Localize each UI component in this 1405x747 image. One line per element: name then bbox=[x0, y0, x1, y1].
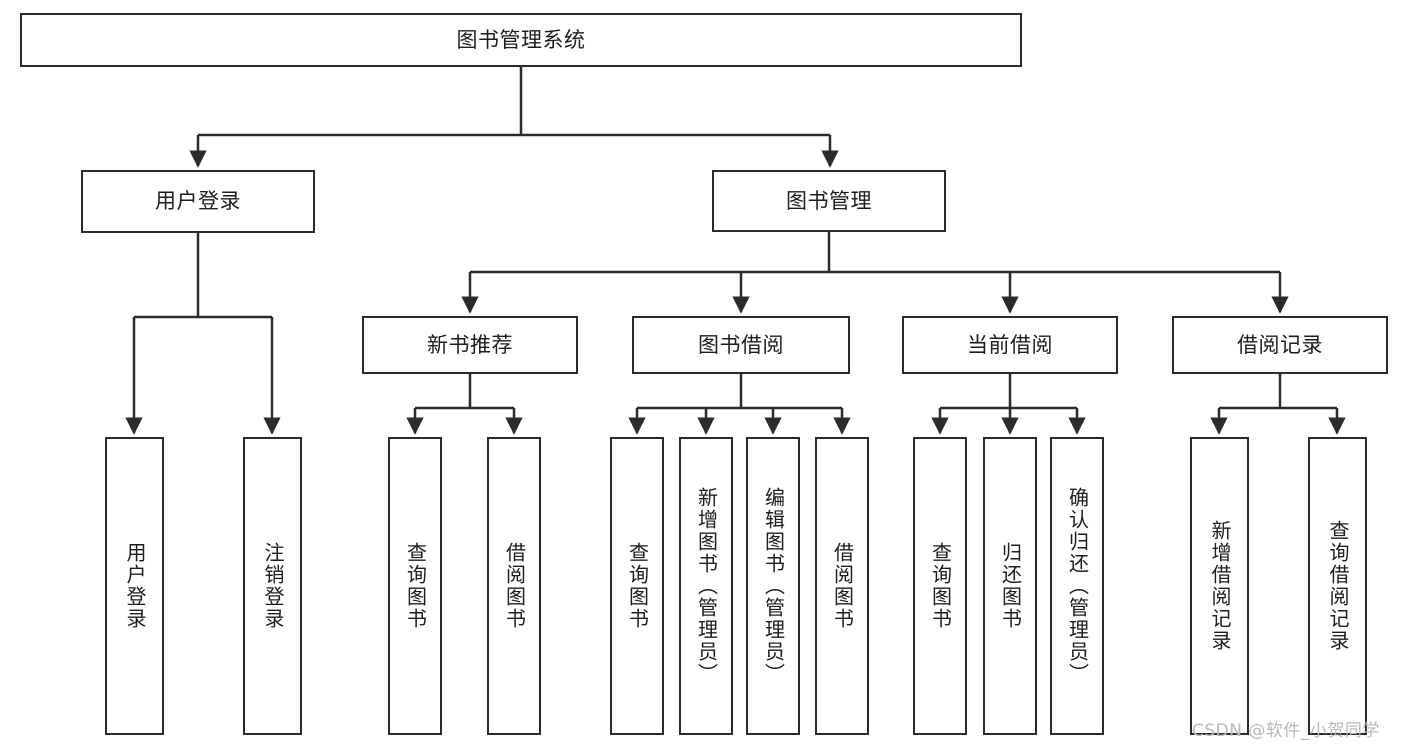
leaf-node-label: 新增图书（管理员） bbox=[694, 487, 719, 685]
leaf-node-label: 借阅图书 bbox=[502, 542, 527, 630]
node-current-borrow[interactable]: 当前借阅 bbox=[902, 316, 1118, 374]
node-borrow-record[interactable]: 借阅记录 bbox=[1172, 316, 1388, 374]
leaf-node[interactable]: 新增图书（管理员） bbox=[679, 437, 733, 735]
leaf-node[interactable]: 用户登录 bbox=[105, 437, 164, 735]
leaf-node-label: 用户登录 bbox=[123, 542, 147, 630]
leaf-node-label: 编辑图书（管理员） bbox=[761, 487, 786, 685]
leaf-node[interactable]: 注销登录 bbox=[243, 437, 302, 735]
node-user-login-label: 用户登录 bbox=[155, 189, 241, 214]
node-new-book-recommend[interactable]: 新书推荐 bbox=[362, 316, 578, 374]
leaf-node-label: 查询借阅记录 bbox=[1326, 520, 1350, 652]
leaf-node[interactable]: 查询借阅记录 bbox=[1308, 437, 1367, 735]
node-current-borrow-label: 当前借阅 bbox=[967, 332, 1053, 357]
node-root[interactable]: 图书管理系统 bbox=[20, 13, 1022, 67]
leaf-node[interactable]: 查询图书 bbox=[913, 437, 967, 735]
node-book-management-label: 图书管理 bbox=[786, 188, 872, 213]
node-new-book-recommend-label: 新书推荐 bbox=[427, 332, 513, 357]
leaf-node-label: 查询图书 bbox=[928, 542, 953, 630]
leaf-node[interactable]: 归还图书 bbox=[983, 437, 1037, 735]
leaf-node-label: 借阅图书 bbox=[830, 542, 855, 630]
node-book-borrow-label: 图书借阅 bbox=[698, 332, 784, 357]
node-root-label: 图书管理系统 bbox=[456, 27, 586, 52]
leaf-node[interactable]: 编辑图书（管理员） bbox=[746, 437, 800, 735]
leaf-node-label: 查询图书 bbox=[403, 542, 428, 630]
node-borrow-record-label: 借阅记录 bbox=[1237, 332, 1323, 357]
leaf-node[interactable]: 新增借阅记录 bbox=[1190, 437, 1249, 735]
leaf-node[interactable]: 借阅图书 bbox=[487, 437, 541, 735]
leaf-node-label: 新增借阅记录 bbox=[1208, 520, 1232, 652]
leaf-node-label: 注销登录 bbox=[261, 542, 285, 630]
leaf-node[interactable]: 借阅图书 bbox=[815, 437, 869, 735]
node-book-management[interactable]: 图书管理 bbox=[712, 170, 946, 232]
leaf-node[interactable]: 查询图书 bbox=[610, 437, 664, 735]
leaf-node[interactable]: 查询图书 bbox=[388, 437, 442, 735]
node-user-login[interactable]: 用户登录 bbox=[81, 170, 315, 233]
leaf-node-label: 归还图书 bbox=[998, 542, 1023, 630]
node-book-borrow[interactable]: 图书借阅 bbox=[632, 316, 850, 374]
leaf-node[interactable]: 确认归还（管理员） bbox=[1050, 437, 1104, 735]
leaf-node-label: 确认归还（管理员） bbox=[1065, 487, 1090, 685]
csdn-watermark: CSDN @软件_小贺同学 bbox=[1192, 721, 1380, 741]
leaf-node-label: 查询图书 bbox=[625, 542, 650, 630]
